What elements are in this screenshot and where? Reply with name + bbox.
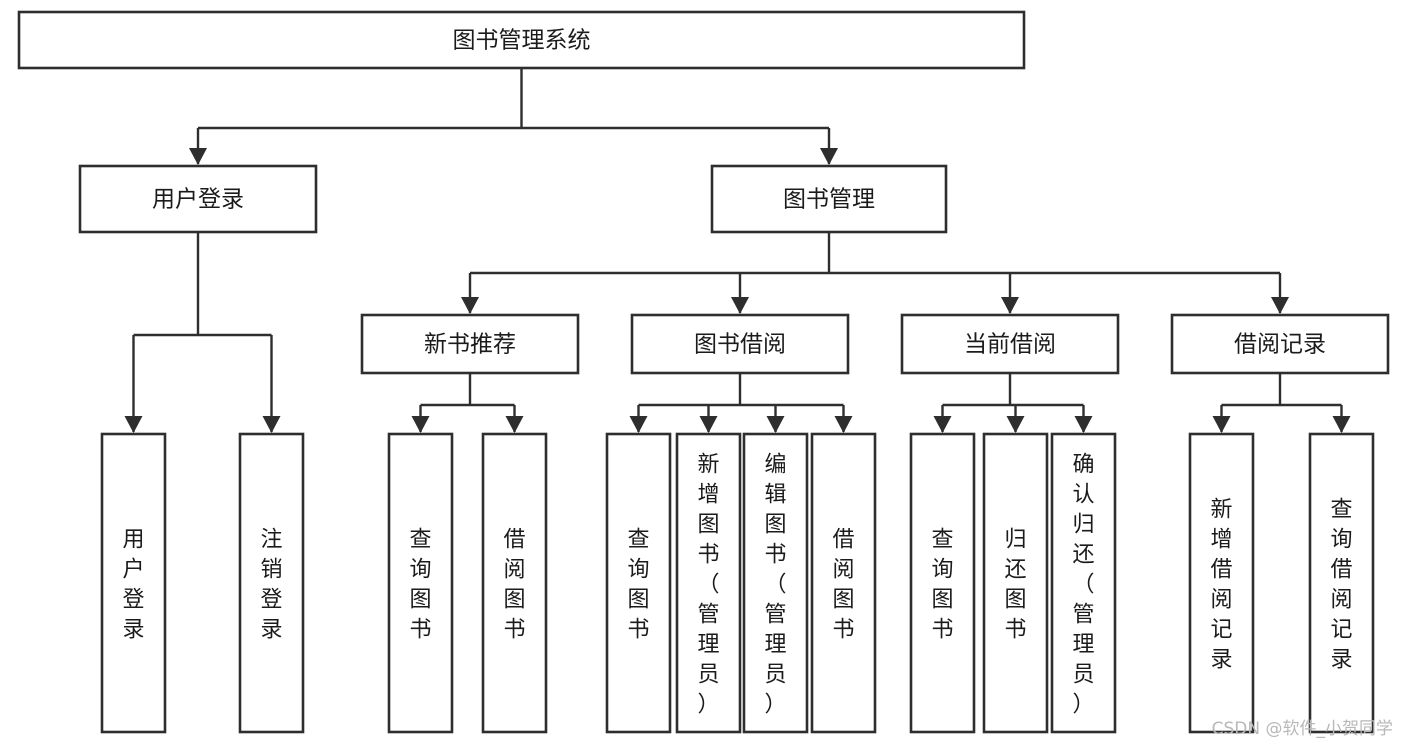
node-leaf-borrow-book-1-label: 借阅图书 — [503, 527, 525, 642]
node-leaf-borrow-book-1[interactable]: 借阅图书 — [481, 432, 548, 734]
arrow-head-icon — [411, 416, 430, 433]
node-leaf-query-book-2-label: 查询图书 — [627, 527, 649, 642]
node-leaf-borrow-book-1-box[interactable] — [481, 432, 548, 734]
node-leaf-query-book-2[interactable]: 查询图书 — [605, 432, 672, 734]
arrow-head-icon — [1001, 297, 1019, 314]
node-current-borrow-label: 当前借阅 — [964, 332, 1056, 358]
node-leaf-borrow-book-2[interactable]: 借阅图书 — [810, 432, 877, 734]
node-current-borrow-box[interactable] — [900, 313, 1120, 375]
node-current-borrow[interactable]: 当前借阅 — [900, 313, 1120, 375]
node-leaf-borrow-book-2-box[interactable] — [810, 432, 877, 734]
node-leaf-query-record-box[interactable] — [1308, 432, 1375, 734]
arrow-head-icon — [933, 416, 952, 433]
arrow-head-icon — [1271, 297, 1289, 314]
node-leaf-query-record[interactable]: 查询借阅记录 — [1308, 432, 1375, 734]
node-leaf-logout-label: 注销登录 — [260, 527, 282, 642]
node-leaf-query-book-3-box[interactable] — [909, 432, 976, 734]
node-layer: 图书管理系统用户登录图书管理新书推荐图书借阅当前借阅借阅记录用户登录注销登录查询… — [17, 10, 1390, 734]
node-leaf-confirm-return-label: 确认归还（管理员） — [1072, 452, 1094, 717]
node-leaf-logout[interactable]: 注销登录 — [238, 432, 305, 734]
node-leaf-return-book-box[interactable] — [982, 432, 1049, 734]
node-root-box[interactable] — [17, 10, 1026, 70]
arrow-head-icon — [820, 148, 838, 165]
node-leaf-logout-box[interactable] — [238, 432, 305, 734]
arrow-head-icon — [1212, 416, 1231, 433]
node-leaf-confirm-return[interactable]: 确认归还（管理员） — [1050, 432, 1117, 734]
node-new-book-rec-box[interactable] — [360, 313, 580, 375]
arrow-head-icon — [189, 148, 207, 165]
node-user-login-box[interactable] — [78, 164, 318, 234]
node-borrow-record-label: 借阅记录 — [1234, 332, 1326, 358]
node-leaf-edit-book[interactable]: 编辑图书（管理员） — [742, 432, 809, 734]
node-book-borrow[interactable]: 图书借阅 — [630, 313, 850, 375]
node-book-manage-box[interactable] — [710, 164, 948, 234]
node-leaf-query-book-3[interactable]: 查询图书 — [909, 432, 976, 734]
node-leaf-query-book-1-label: 查询图书 — [409, 527, 431, 642]
node-borrow-record-box[interactable] — [1170, 313, 1390, 375]
arrow-head-icon — [461, 297, 479, 314]
arrow-head-icon — [1332, 416, 1351, 433]
node-leaf-return-book-label: 归还图书 — [1004, 527, 1026, 642]
node-leaf-user-login-label: 用户登录 — [122, 527, 144, 642]
arrow-head-icon — [766, 416, 785, 433]
arrow-head-icon — [124, 416, 143, 433]
node-leaf-query-book-2-box[interactable] — [605, 432, 672, 734]
node-borrow-record[interactable]: 借阅记录 — [1170, 313, 1390, 375]
node-new-book-rec[interactable]: 新书推荐 — [360, 313, 580, 375]
node-leaf-query-book-1[interactable]: 查询图书 — [387, 432, 454, 734]
node-leaf-query-book-1-box[interactable] — [387, 432, 454, 734]
arrow-head-icon — [505, 416, 524, 433]
node-leaf-edit-book-label: 编辑图书（管理员） — [764, 452, 786, 717]
node-leaf-borrow-book-2-label: 借阅图书 — [832, 527, 854, 642]
node-leaf-user-login[interactable]: 用户登录 — [100, 432, 167, 734]
node-leaf-add-book-label: 新增图书（管理员） — [697, 452, 719, 717]
node-root-label: 图书管理系统 — [453, 28, 591, 54]
arrow-head-icon — [699, 416, 718, 433]
node-leaf-return-book[interactable]: 归还图书 — [982, 432, 1049, 734]
node-book-manage-label: 图书管理 — [783, 187, 875, 213]
arrow-head-icon — [629, 416, 648, 433]
node-leaf-query-book-3-label: 查询图书 — [931, 527, 953, 642]
arrow-head-icon — [1074, 416, 1093, 433]
node-leaf-query-record-label: 查询借阅记录 — [1330, 497, 1352, 672]
node-user-login[interactable]: 用户登录 — [78, 164, 318, 234]
arrow-head-icon — [262, 416, 281, 433]
node-leaf-add-record-box[interactable] — [1188, 432, 1255, 734]
node-leaf-confirm-return-box[interactable] — [1050, 432, 1117, 734]
node-leaf-user-login-box[interactable] — [100, 432, 167, 734]
node-leaf-add-record[interactable]: 新增借阅记录 — [1188, 432, 1255, 734]
connector-layer — [124, 68, 1351, 433]
node-new-book-rec-label: 新书推荐 — [424, 332, 516, 358]
node-leaf-add-book-box[interactable] — [675, 432, 742, 734]
node-user-login-label: 用户登录 — [152, 187, 244, 213]
node-book-borrow-box[interactable] — [630, 313, 850, 375]
node-book-borrow-label: 图书借阅 — [694, 332, 786, 358]
node-leaf-add-record-label: 新增借阅记录 — [1210, 497, 1232, 672]
node-root[interactable]: 图书管理系统 — [17, 10, 1026, 70]
arrow-head-icon — [731, 297, 749, 314]
node-book-manage[interactable]: 图书管理 — [710, 164, 948, 234]
arrow-head-icon — [834, 416, 853, 433]
arrow-head-icon — [1006, 416, 1025, 433]
node-leaf-add-book[interactable]: 新增图书（管理员） — [675, 432, 742, 734]
node-leaf-edit-book-box[interactable] — [742, 432, 809, 734]
